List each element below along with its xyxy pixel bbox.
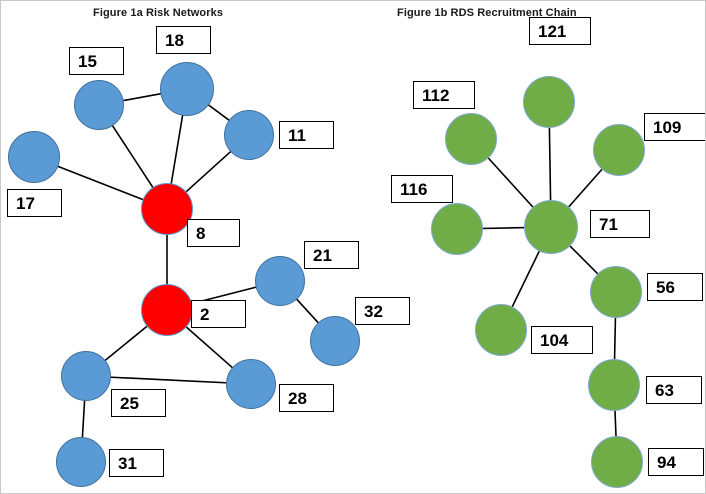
node-121[interactable] [523, 76, 575, 128]
edge-56-63 [613, 315, 617, 362]
node-label-112: 112 [413, 81, 475, 109]
edge-121-71 [548, 125, 552, 203]
edge-21-32 [294, 297, 321, 325]
node-label-63: 63 [646, 376, 702, 404]
node-25[interactable] [61, 351, 111, 401]
node-116[interactable] [431, 203, 483, 255]
node-label-32: 32 [355, 297, 410, 325]
node-17[interactable] [8, 131, 60, 183]
node-109[interactable] [593, 124, 645, 176]
node-32[interactable] [310, 316, 360, 366]
node-label-94: 94 [648, 448, 704, 476]
edge-109-71 [566, 167, 604, 210]
edge-25-31 [81, 398, 86, 440]
edge-116-71 [480, 226, 527, 230]
node-56[interactable] [590, 266, 642, 318]
node-label-104: 104 [531, 326, 593, 354]
node-label-21: 21 [304, 241, 359, 269]
node-11[interactable] [224, 110, 274, 160]
edge-25-28 [108, 376, 229, 384]
node-label-116: 116 [391, 175, 453, 203]
node-label-2: 2 [191, 300, 246, 328]
node-2[interactable] [141, 284, 193, 336]
node-label-31: 31 [109, 449, 164, 477]
node-18[interactable] [160, 62, 214, 116]
figure-title-fig1a: Figure 1a Risk Networks [93, 7, 224, 19]
node-label-18: 18 [156, 26, 211, 54]
edge-63-94 [614, 408, 617, 439]
edge-17-8 [55, 164, 146, 202]
node-15[interactable] [74, 80, 124, 130]
node-label-71: 71 [590, 210, 650, 238]
node-label-28: 28 [279, 384, 334, 412]
node-label-109: 109 [644, 113, 705, 141]
node-label-56: 56 [647, 273, 703, 301]
node-31[interactable] [56, 437, 106, 487]
edge-18-11 [206, 103, 232, 123]
node-8[interactable] [141, 183, 193, 235]
edge-2-28 [184, 325, 235, 370]
figure-title-fig1b: Figure 1b RDS Recruitment Chain [397, 7, 577, 19]
edge-18-8 [170, 112, 184, 187]
edge-56-71 [567, 243, 600, 276]
node-label-15: 15 [69, 47, 124, 75]
node-label-17: 17 [7, 189, 62, 217]
node-104[interactable] [475, 304, 527, 356]
edge-11-8 [184, 149, 233, 194]
edge-15-8 [110, 123, 155, 190]
node-label-25: 25 [111, 389, 166, 417]
edge-15-18 [120, 92, 164, 102]
node-label-11: 11 [279, 121, 334, 149]
node-label-8: 8 [187, 219, 240, 247]
node-28[interactable] [226, 359, 276, 409]
node-94[interactable] [591, 436, 643, 488]
node-63[interactable] [588, 359, 640, 411]
node-71[interactable] [524, 200, 578, 254]
node-112[interactable] [445, 113, 497, 165]
edge-112-71 [486, 155, 535, 210]
edge-2-25 [103, 324, 150, 363]
edge-104-71 [510, 248, 541, 310]
node-label-121: 121 [529, 17, 591, 45]
node-21[interactable] [255, 256, 305, 306]
